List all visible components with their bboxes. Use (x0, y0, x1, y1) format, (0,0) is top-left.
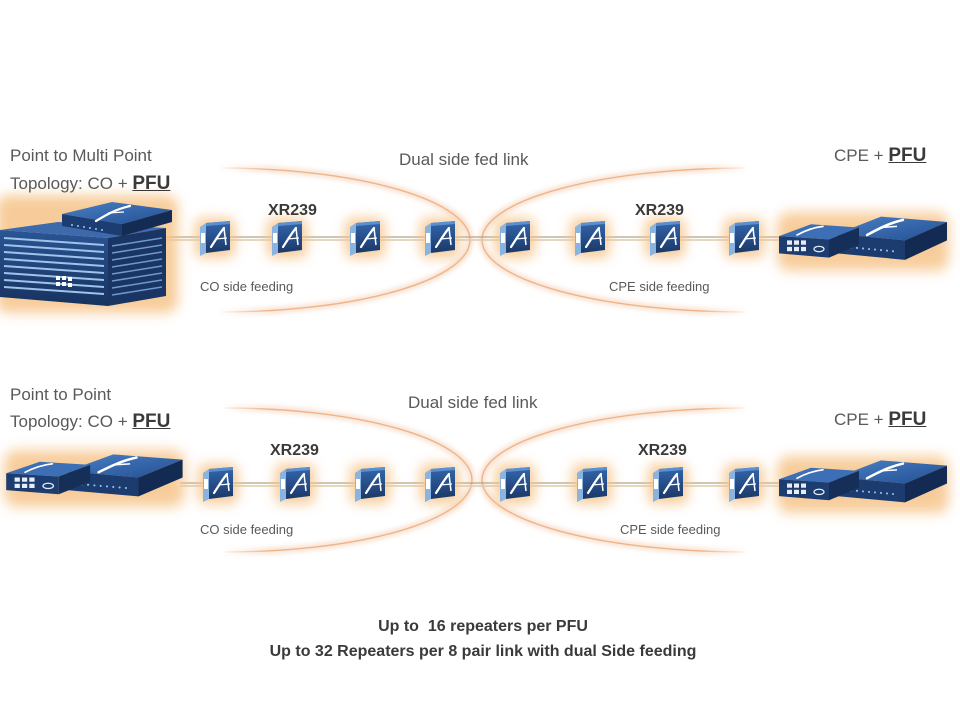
repeater-group-label: XR239 (638, 442, 687, 459)
topology-label: Topology: CO + PFU (10, 412, 170, 432)
repeater-icon (198, 464, 238, 504)
repeater-group-label: XR239 (635, 202, 684, 219)
cpe-device-icon (777, 212, 949, 270)
repeater-icon (495, 218, 535, 258)
topology-prefix: Topology: CO + (10, 412, 133, 431)
repeater-icon (495, 464, 535, 504)
cpe-prefix: CPE + (834, 146, 889, 165)
co-pfu-device-icon (4, 450, 185, 507)
pfu-label: PFU (888, 145, 927, 166)
link-ring-cpe-side (478, 404, 746, 556)
repeater-icon (275, 464, 315, 504)
cpe-feeding-label: CPE side feeding (620, 522, 721, 537)
repeater-icon (345, 218, 385, 258)
repeater-icon (724, 218, 764, 258)
co-feeding-label: CO side feeding (200, 279, 294, 294)
repeater-icon (420, 464, 460, 504)
pfu-label: PFU (888, 409, 927, 430)
repeater-icon (570, 218, 610, 258)
footer-line-link-capacity: Up to 32 Repeaters per 8 pair link with … (269, 643, 697, 660)
topology-title: Point to Multi Point (10, 146, 152, 165)
chassis-icon (0, 195, 178, 313)
pfu-label: PFU (132, 173, 171, 194)
repeater-icon (645, 218, 685, 258)
link-label: Dual side fed link (408, 393, 538, 412)
repeater-group-label: XR239 (268, 202, 317, 219)
repeater-icon (648, 464, 688, 504)
cpe-label: CPE + PFU (834, 146, 926, 166)
cpe-device-icon (777, 456, 949, 513)
link-label: Dual side fed link (399, 150, 529, 169)
repeater-icon (195, 218, 235, 258)
co-feeding-label: CO side feeding (200, 522, 294, 537)
link-ring-co-side (224, 404, 476, 556)
cpe-feeding-label: CPE side feeding (609, 279, 710, 294)
pfu-label: PFU (132, 411, 171, 432)
repeater-icon (350, 464, 390, 504)
repeater-icon (267, 218, 307, 258)
repeater-icon (420, 218, 460, 258)
repeater-group-label: XR239 (270, 442, 319, 459)
topology-label: Topology: CO + PFU (10, 174, 170, 194)
cpe-prefix: CPE + (834, 410, 889, 429)
repeater-icon (724, 464, 764, 504)
topology-title: Point to Point (10, 385, 112, 404)
cpe-label: CPE + PFU (834, 410, 926, 430)
topology-prefix: Topology: CO + (10, 174, 133, 193)
footer-line-pfu-capacity: Up to 16 repeaters per PFU (378, 618, 588, 635)
repeater-icon (572, 464, 612, 504)
